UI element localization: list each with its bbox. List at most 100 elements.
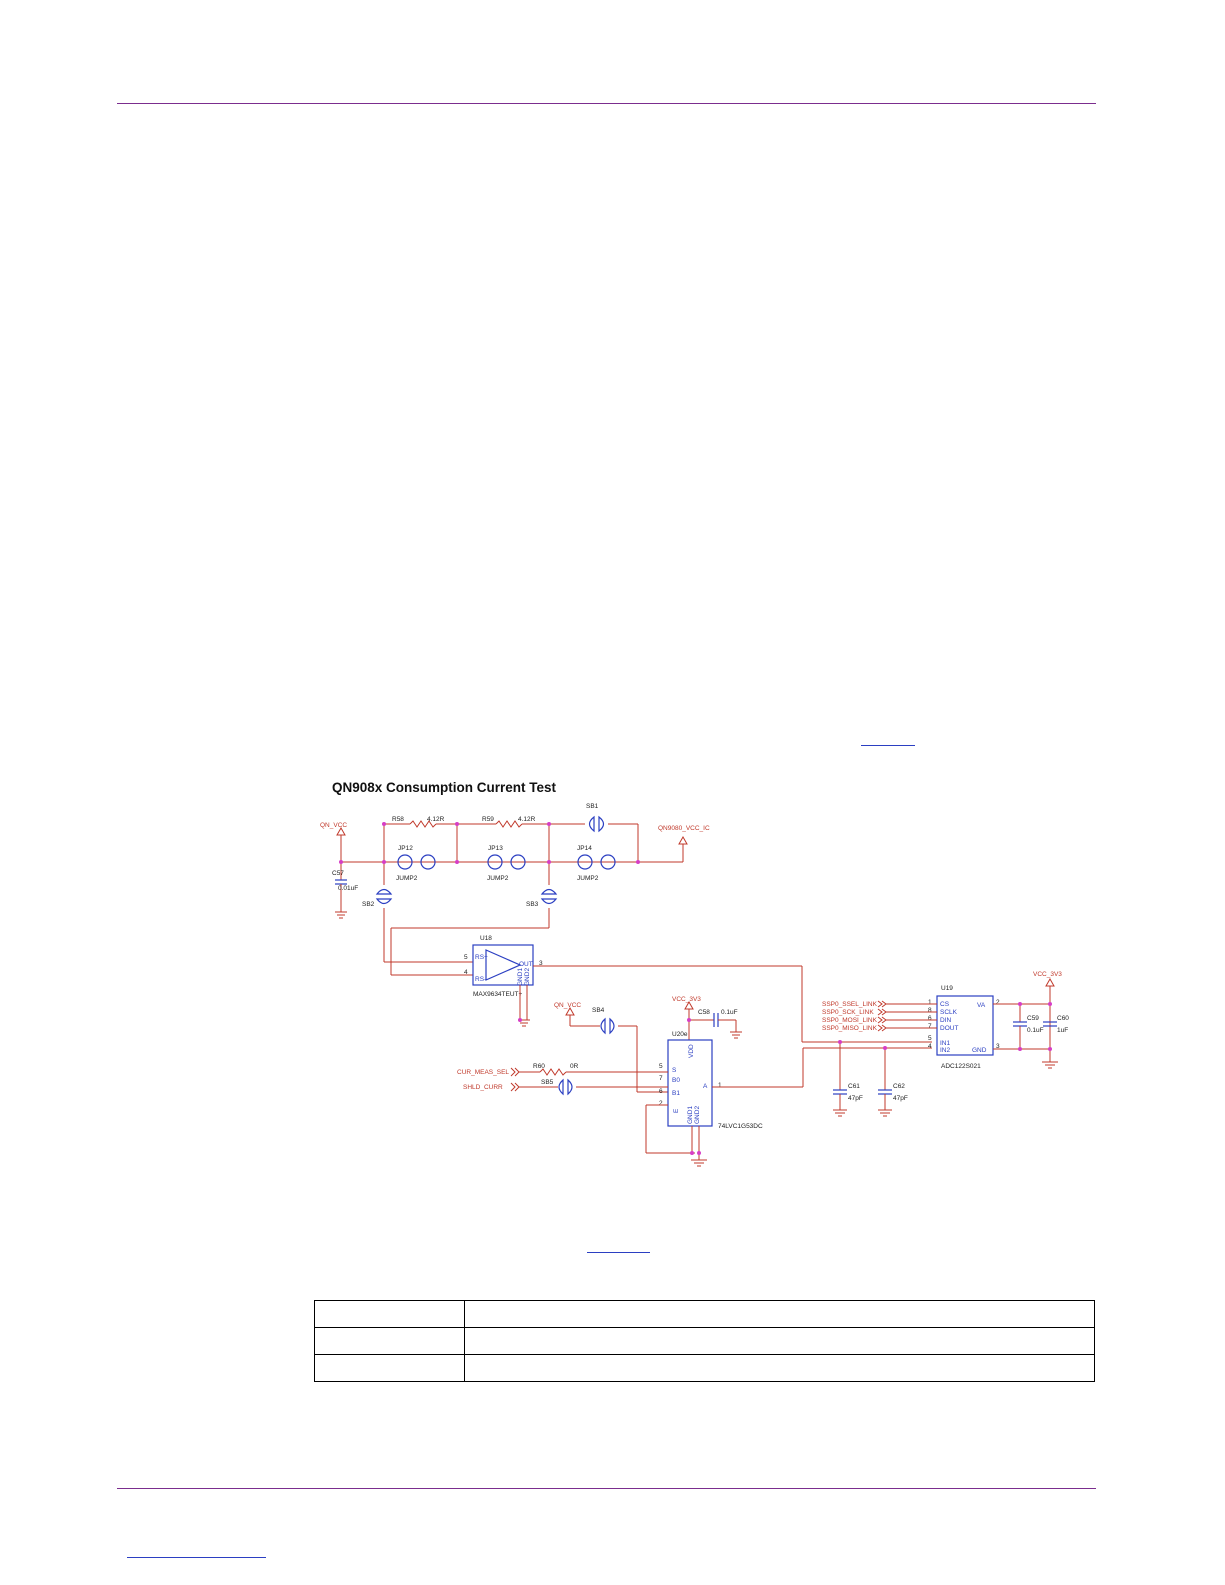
u19-pin-din: DIN (940, 1017, 952, 1024)
u20-pin-b0: B0 (672, 1077, 680, 1084)
u19-ref: U19 (941, 985, 953, 992)
sb5-ref: SB5 (541, 1079, 554, 1086)
footer-rule (117, 1488, 1096, 1489)
u20-pin-b1: B1 (672, 1090, 680, 1097)
qn-vcc-label: QN_VCC (320, 822, 347, 829)
table-cell (314, 1300, 465, 1328)
table-row (314, 1327, 1095, 1355)
c60-ref: C60 (1057, 1015, 1069, 1022)
u20-pin-2: 2 (659, 1100, 663, 1107)
r58-value: 4.12R (427, 816, 445, 823)
c58-ref: C58 (698, 1009, 710, 1016)
r60-ref: R60 (533, 1063, 545, 1070)
table-cell (464, 1300, 1095, 1328)
u19-adc: U19 CS SCLK DIN DOUT IN1 IN2 VA GND 1 8 … (928, 985, 1000, 1070)
jp13-type: JUMP2 (487, 875, 509, 882)
jp13-ref: JP13 (488, 845, 503, 852)
u20-analog-switch: U20e VDD S B0 B1 E A GND1 GND2 5 7 6 2 1… (659, 1031, 763, 1130)
u19-pin-dout: DOUT (940, 1025, 958, 1032)
c62-ref: C62 (893, 1083, 905, 1090)
sb2-ref: SB2 (362, 901, 375, 908)
u20-pin-gnd2: GND2 (694, 1106, 701, 1124)
ssel-label: SSP0_SSEL_LINK (822, 1001, 878, 1008)
data-table (314, 1300, 1095, 1382)
c58-value: 0.1uF (721, 1009, 738, 1016)
c59-value: 0.1uF (1027, 1027, 1044, 1034)
u18-pin-gnd2: GND2 (524, 968, 531, 986)
u20-ref: U20e (672, 1031, 688, 1038)
u18-pin-rs-plus: RS+ (475, 954, 488, 961)
u19-pin-va: VA (977, 1002, 986, 1009)
u19-pinnum-sclk: 8 (928, 1007, 932, 1014)
sb4-ref: SB4 (592, 1007, 605, 1014)
vcc-3v3-label-2: VCC_3V3 (1033, 971, 1062, 978)
u20-pin-6: 6 (659, 1088, 663, 1095)
r60-value: 0R (570, 1063, 579, 1070)
jp12-ref: JP12 (398, 845, 413, 852)
footer-link[interactable] (127, 1557, 266, 1558)
u20-pin-e: E (673, 1108, 680, 1113)
c60-value: 1uF (1057, 1027, 1068, 1034)
jp12-jumper: JP12 JUMP2 (396, 845, 436, 882)
figure-title: QN908x Consumption Current Test (332, 780, 557, 795)
table-row (314, 1354, 1095, 1382)
u20-pin-a: A (703, 1083, 708, 1090)
qn9080-vcc-ic-label: QN9080_VCC_IC (658, 825, 710, 832)
u20-pin-s: S (672, 1067, 677, 1074)
u20-pin-gnd1: GND1 (687, 1106, 694, 1124)
u19-pin-sclk: SCLK (940, 1009, 958, 1016)
u19-pinnum-gnd: 3 (996, 1043, 1000, 1050)
sb1-ref: SB1 (586, 803, 599, 810)
u18-pin-gnd1: GND1 (517, 968, 524, 986)
u19-pinnum-va: 2 (996, 999, 1000, 1006)
schematic-diagram: QN_VCC C57 0.01uF R58 4.12R R59 4.12R SB… (320, 803, 1069, 1167)
u20-part: 74LVC1G53DC (718, 1123, 763, 1130)
miso-label: SSP0_MISO_LINK (822, 1025, 878, 1032)
jp14-type: JUMP2 (577, 875, 599, 882)
c59-ref: C59 (1027, 1015, 1039, 1022)
cross-reference-link[interactable] (587, 1252, 650, 1253)
u19-pinnum-in1: 5 (928, 1035, 932, 1042)
u19-pin-in1: IN1 (940, 1040, 951, 1047)
table-cell (464, 1327, 1095, 1355)
u18-pin-out: OUT (519, 961, 533, 968)
mosi-label: SSP0_MOSI_LINK (822, 1017, 878, 1024)
header-rule (117, 103, 1096, 104)
u20-pin-vdd: VDD (688, 1044, 695, 1058)
u18-part: MAX9634TEUT+ (473, 991, 523, 998)
r58-ref: R58 (392, 816, 404, 823)
jp12-type: JUMP2 (396, 875, 418, 882)
u19-pin-cs: CS (940, 1001, 950, 1008)
u19-part: ADC122S021 (941, 1063, 981, 1070)
u20-pin-5: 5 (659, 1063, 663, 1070)
u18-ref: U18 (480, 935, 492, 942)
table-row (314, 1300, 1095, 1328)
u18-pin-5: 5 (464, 954, 468, 961)
r59-value: 4.12R (518, 816, 536, 823)
sb3-ref: SB3 (526, 901, 539, 908)
table-cell (464, 1354, 1095, 1382)
u18-pin-rs-minus: RS- (475, 976, 486, 983)
u19-pinnum-dout: 7 (928, 1023, 932, 1030)
c61-ref: C61 (848, 1083, 860, 1090)
u20-pin-1: 1 (718, 1082, 722, 1089)
cross-reference-link[interactable] (861, 745, 915, 746)
u18-pin-4: 4 (464, 969, 468, 976)
sck-label: SSP0_SCK_LINK (822, 1009, 874, 1016)
u19-pin-in2: IN2 (940, 1047, 951, 1054)
c57-value: 0.01uF (338, 885, 358, 892)
power-port-qn-vcc (336, 826, 346, 836)
jp14-ref: JP14 (577, 845, 592, 852)
u18-current-sense-amp: U18 RS+ RS- OUT GND1 GND2 5 4 3 MAX9634T… (464, 935, 543, 998)
u19-pin-gnd: GND (972, 1047, 987, 1054)
vcc-3v3-label: VCC_3V3 (672, 996, 701, 1003)
qn-vcc-label-2: QN_VCC (554, 1002, 581, 1009)
u20-pin-7: 7 (659, 1075, 663, 1082)
r59-ref: R59 (482, 816, 494, 823)
u18-pin-3: 3 (539, 960, 543, 967)
u19-pinnum-in2: 4 (928, 1043, 932, 1050)
c57-ref: C57 (332, 870, 344, 877)
table-cell (314, 1354, 465, 1382)
table-cell (314, 1327, 465, 1355)
jp13-jumper: JP13 JUMP2 (487, 845, 526, 882)
